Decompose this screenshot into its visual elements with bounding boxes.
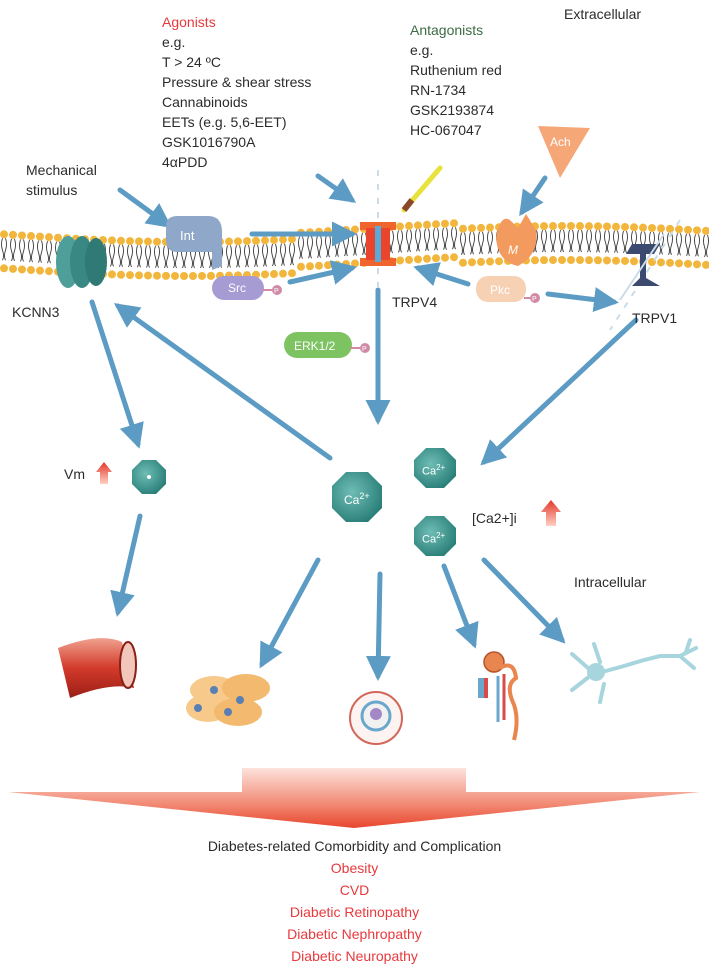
antagonist-item: GSK2193874 [410,102,495,118]
mechanical-line: Mechanical [26,162,97,178]
agonists-title: Agonists [162,14,216,30]
src-label: Src [228,281,246,295]
neuron-icon [570,638,698,704]
calcium-ions [132,448,456,556]
erk-label: ERK1/2 [294,339,336,353]
increase-arrow-icon-vm [96,462,112,484]
antagonist-item: Ruthenium red [410,62,502,78]
trpv4-label: TRPV4 [392,294,438,310]
trpv4-channel-icon [360,222,396,266]
calcium-icon-lower [414,516,456,556]
agonist-item: e.g. [162,34,186,50]
arrow-ca-to-kcnn3 [113,303,333,461]
arrow-pkc-to-trpv1 [545,287,619,313]
ach-label: Ach [550,135,571,149]
calcium-icon-main [332,472,382,522]
pathway-arrows [89,173,639,681]
integrin-icon [166,216,222,270]
acetylcholine-icon [538,126,590,178]
comorbidity-item: CVD [339,882,370,898]
m-label: M [508,243,518,257]
phospho-pkc: P [532,296,537,303]
antagonist-icon [401,165,443,213]
antagonist-item: HC-067047 [410,122,482,138]
agonist-item: Cannabinoids [162,94,248,110]
outcome-arrow [8,768,700,828]
kcnn3-channel-icon [56,236,107,288]
adipocyte-icon [186,674,270,726]
arrow-ach-to-m [519,175,548,217]
arrow-ca-to-kidney [441,563,479,649]
calcium-label-lower: Ca2+ [422,531,446,546]
ca-i-label: [Ca2+]i [472,510,517,526]
erk-kinase-icon [284,332,370,358]
blood-vessel-icon [58,638,137,698]
extracellular-label: Extracellular [564,6,642,22]
comorbidity-item: Obesity [330,860,379,876]
arrow-mechanical-to-int [117,187,173,228]
lipid-bilayer-membrane [0,219,709,280]
arrow-ca-to-eye [365,571,391,681]
muscarinic-receptor-icon [496,214,537,266]
arrow-agonist-to-trpv4 [315,173,357,203]
intracellular-label: Intracellular [574,574,647,590]
agonist-item: 4αPDD [162,154,208,170]
calcium-label-main: Ca2+ [344,491,370,507]
trpv1-label: TRPV1 [632,310,678,326]
arrow-kcnn3-to-vm [89,299,144,449]
antagonist-item: RN-1734 [410,82,467,98]
arrow-vm-to-vessel [110,513,143,617]
comorbidity-item: Diabetic Nephropathy [287,926,422,942]
comorbidity-item: Diabetic Neuropathy [291,948,418,964]
agonists-list: e.g. T > 24 ºC Pressure & shear stress C… [162,32,311,172]
vm-label: Vm [64,466,85,482]
agonist-item: Pressure & shear stress [162,74,312,90]
trpv1-channel-icon [619,233,665,301]
antagonists-list: e.g. Ruthenium red RN-1734 GSK2193874 HC… [410,40,502,140]
nephron-icon [478,651,519,741]
kcnn3-label: KCNN3 [12,304,60,320]
pkc-label: Pkc [490,283,511,297]
phospho-erk: P [362,346,367,353]
comorbidity-title: Diabetes-related Comorbidity and Complic… [207,838,502,854]
int-label: Int [180,228,195,243]
mechanical-stimulus-label: Mechanical stimulus [26,160,97,200]
calcium-icon-upper [414,448,456,488]
arrow-ca-to-fat [259,557,321,669]
calcium-label-upper: Ca2+ [422,463,446,478]
arrow-ca-to-neuron [481,557,566,644]
agonist-item: EETs (e.g. 5,6-EET) [162,114,287,130]
agonist-item: T > 24 ºC [162,54,221,70]
pkc-kinase-icon [476,276,540,303]
comorbidity-item: Diabetic Retinopathy [289,904,420,920]
stimulus-line: stimulus [26,182,78,198]
agonist-item: GSK1016790A [162,134,256,150]
arrow-src-to-trpv4 [287,260,357,285]
retina-icon [349,691,403,745]
arrow-trpv1-to-ca [480,317,639,466]
phospho-src: P [274,288,279,295]
arrow-pkc-to-trpv4 [413,262,471,287]
antagonists-title: Antagonists [410,22,484,38]
antagonist-item: e.g. [410,42,434,58]
increase-arrow-icon-ca [541,500,561,526]
src-kinase-icon [212,276,282,300]
